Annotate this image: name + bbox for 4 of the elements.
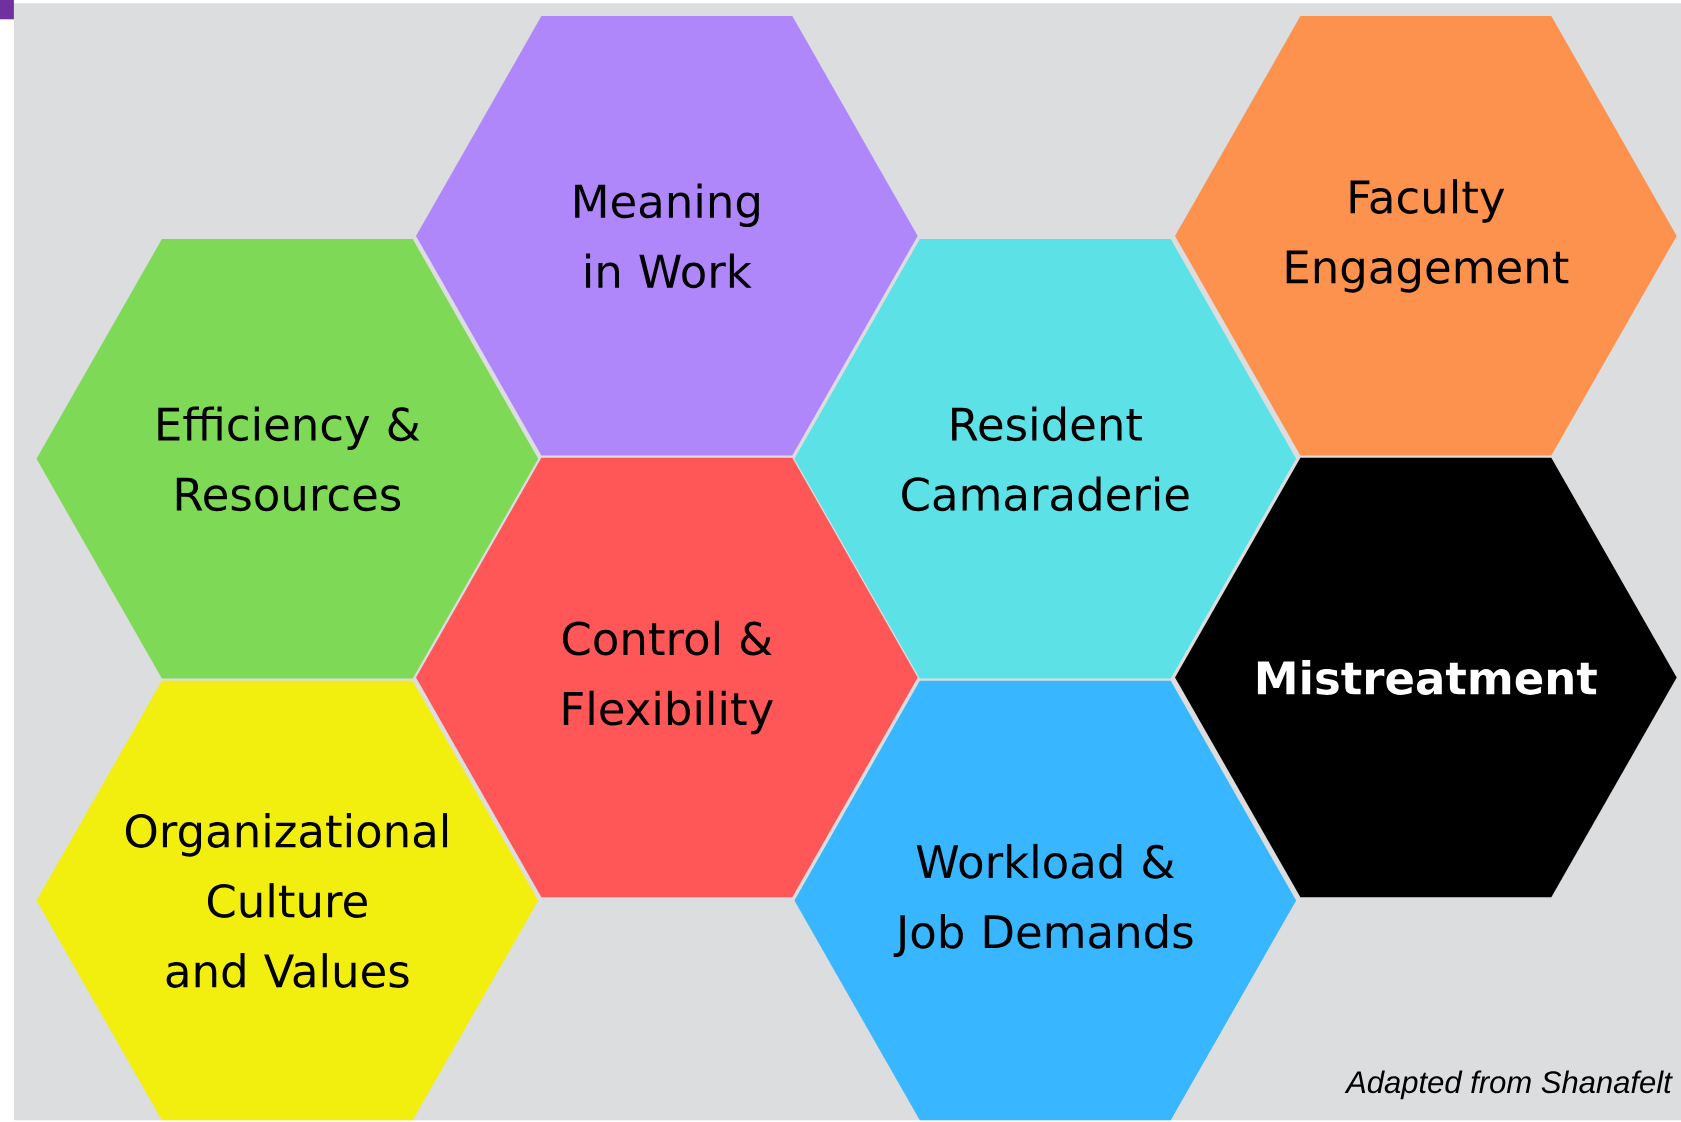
hexagon: Organizational Culture and Values bbox=[36, 680, 539, 1121]
hexagon: Faculty Engagement bbox=[1175, 16, 1677, 456]
hexagon: Efficiency & Resources bbox=[36, 239, 539, 679]
caption: Adapted from Shanafelt bbox=[1344, 1070, 1673, 1100]
